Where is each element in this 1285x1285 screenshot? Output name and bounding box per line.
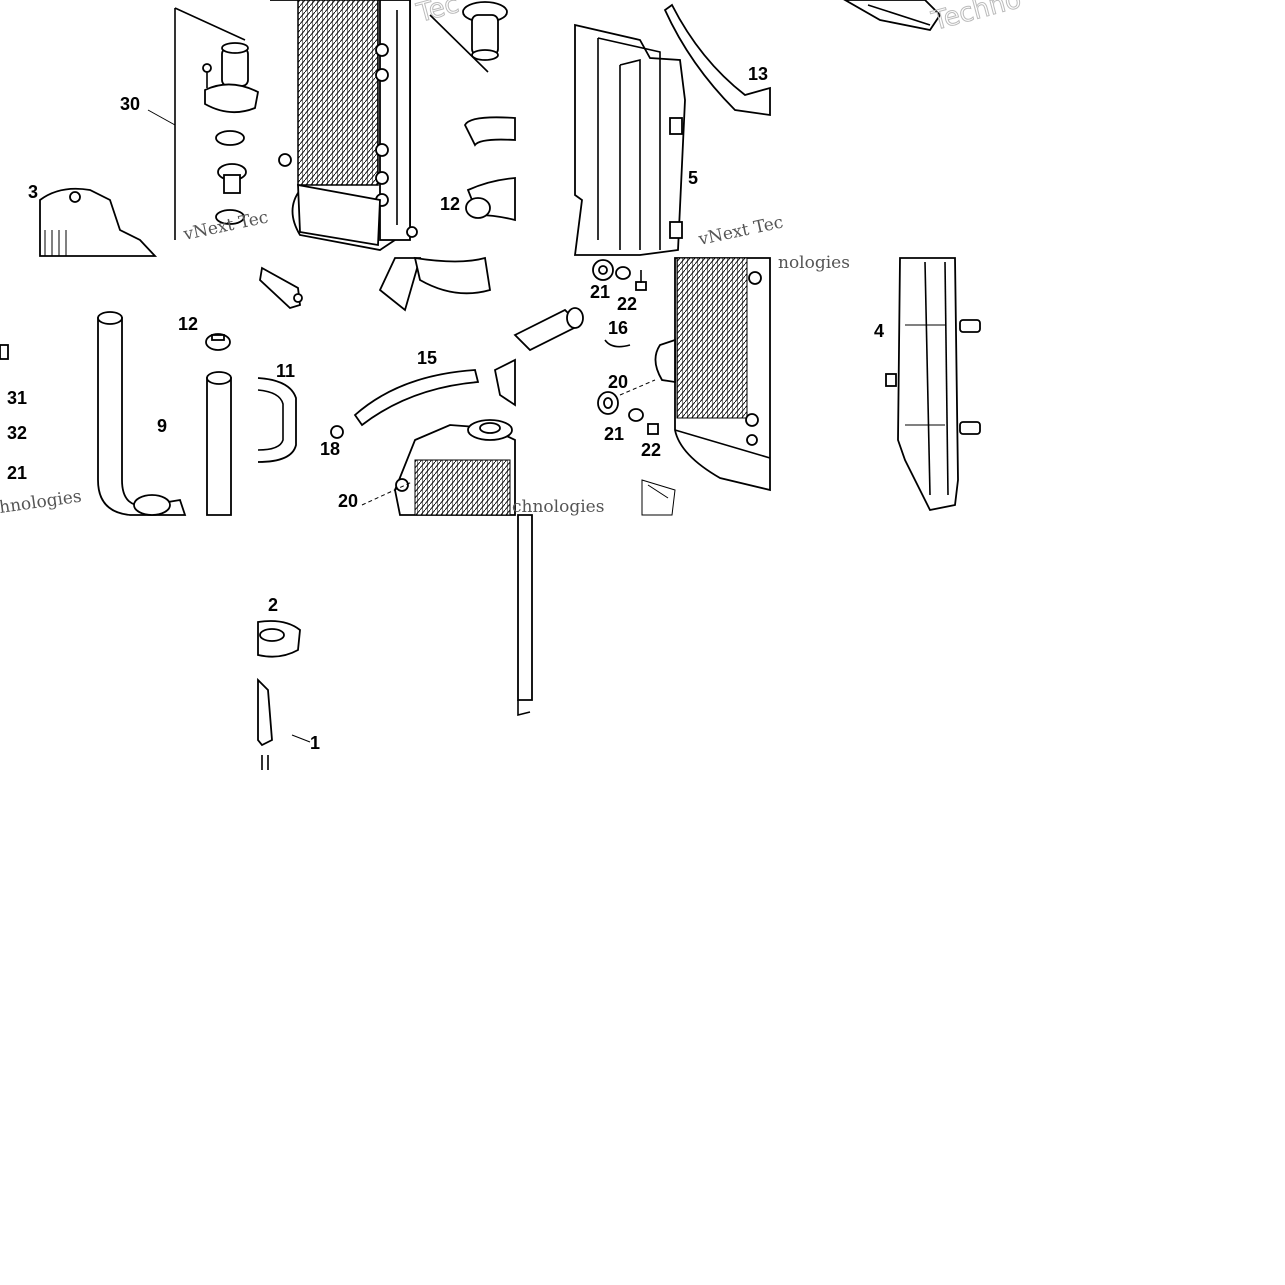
watermark-text: vNext Tec — [696, 212, 785, 250]
callout-11: 11 — [276, 361, 295, 381]
watermark-text: chnologies — [512, 497, 604, 517]
callout-22: 22 — [641, 440, 661, 460]
watermark-text: Techno — [928, 0, 1024, 37]
side-panel-4 — [885, 257, 981, 512]
radiator-left-small — [39, 187, 158, 257]
dashed-leader-20 — [361, 481, 413, 506]
clamp-12 — [205, 333, 231, 351]
radiator-right-lower — [654, 257, 771, 492]
callout-32: 32 — [7, 423, 27, 443]
mounting-bracket-left — [259, 266, 303, 310]
thermostat-assembly — [147, 7, 260, 240]
vertical-pipe — [517, 479, 676, 717]
callout-13: 13 — [748, 64, 768, 84]
clip-16 — [604, 339, 631, 348]
callout-2: 2 — [268, 595, 278, 615]
callout-31: 31 — [7, 388, 27, 408]
hose-lower-left — [378, 256, 584, 352]
watermark-text: hnologies — [0, 487, 83, 518]
callout-12: 12 — [178, 314, 198, 334]
callout-20: 20 — [608, 372, 628, 392]
callout-21: 21 — [604, 424, 624, 444]
hose-13 — [663, 3, 771, 117]
radiator-left-lower — [394, 358, 516, 516]
bracket-top-right — [843, 0, 942, 32]
hose-upper-short — [463, 116, 516, 222]
watermark-text: nologies — [778, 253, 850, 273]
callout-22: 22 — [617, 294, 637, 314]
callout-9: 9 — [157, 416, 167, 436]
watermark-text: Tec — [413, 0, 462, 29]
callout-1: 1 — [310, 733, 320, 753]
grommet-washer-bolt-set-1 — [592, 259, 647, 291]
callout-21: 21 — [590, 282, 610, 302]
pump-housing-2 — [257, 620, 311, 770]
callout-15: 15 — [417, 348, 437, 368]
callout-12: 12 — [440, 194, 460, 214]
callout-21: 21 — [7, 463, 27, 483]
callout-20: 20 — [338, 491, 358, 511]
hose-15 — [330, 369, 480, 439]
callout-16: 16 — [608, 318, 628, 338]
hose-11 — [257, 377, 297, 463]
callout-5: 5 — [688, 168, 698, 188]
bolt-31 — [0, 344, 9, 360]
radiator-cap-top — [429, 1, 508, 73]
hose-9-assembly — [97, 311, 232, 516]
callout-3: 3 — [28, 182, 38, 202]
callout-18: 18 — [320, 439, 340, 459]
radiator-shroud — [573, 23, 686, 256]
radiator-right-core — [270, 0, 418, 251]
callout-4: 4 — [874, 321, 884, 341]
callout-30: 30 — [120, 94, 140, 114]
grommet-washer-bolt-set-2 — [597, 379, 659, 435]
